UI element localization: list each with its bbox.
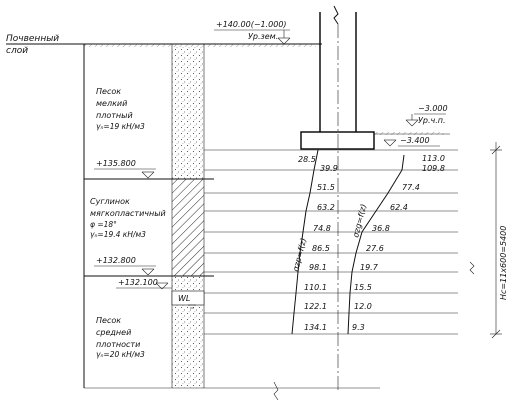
layer3-line3: плотности xyxy=(96,340,140,349)
layer3-elevation: +132.100 xyxy=(118,278,158,287)
layer3-line1: Песок xyxy=(96,316,121,325)
sigma-zg-value-4: 74.8 xyxy=(313,224,331,233)
sigma-zp-value-1: 109.8 xyxy=(422,164,445,173)
layer2-line3: φ =18° xyxy=(90,220,117,229)
layer3-line4: γₙ=20 кН/м3 xyxy=(96,350,145,359)
soil-top-label-1: Почвенный xyxy=(6,34,59,44)
sigma-zp-value-8: 12.0 xyxy=(354,302,372,311)
sigma-zg-curve xyxy=(291,149,319,335)
layer2-fill xyxy=(172,179,204,276)
sigma-zp-value-9: 9.3 xyxy=(352,323,365,332)
ground-caption: Ур.зем. xyxy=(248,32,278,41)
sigma-zp-value-7: 15.5 xyxy=(354,283,372,292)
sigma-zp-value-6: 19.7 xyxy=(360,263,379,272)
sublayer-lines xyxy=(204,149,458,335)
floor-level: −3.000 xyxy=(418,104,448,113)
footing xyxy=(300,131,375,150)
sigma-zg-value-0: 28.5 xyxy=(298,155,316,164)
footing-base-level: −3.400 xyxy=(400,136,430,145)
sigma-zp-value-4: 36.8 xyxy=(372,224,390,233)
sigma-zg-value-6: 98.1 xyxy=(309,263,327,272)
layer1-elevation: +135.800 xyxy=(96,159,136,168)
layer1-line2: мелкий xyxy=(96,99,127,108)
sigma-zp-curve xyxy=(347,154,405,335)
soil-top-label-2: слой xyxy=(6,46,28,56)
sigma-zp-label: σzg=f(z) xyxy=(351,203,368,238)
layer2-line4: γₙ=19.4 кН/м3 xyxy=(90,230,146,239)
water-label: WL xyxy=(178,294,190,303)
sigma-zp-value-0: 113.0 xyxy=(422,154,445,163)
layer2-line2: мягкопластичный xyxy=(90,209,166,218)
sigma-zg-value-9: 134.1 xyxy=(304,323,327,332)
sigma-zp-value-5: 27.6 xyxy=(366,244,384,253)
sigma-zg-value-7: 110.1 xyxy=(304,283,327,292)
sigma-zg-value-3: 63.2 xyxy=(317,203,335,212)
sigma-zp-value-2: 77.4 xyxy=(402,183,420,192)
sigma-zp-value-3: 62.4 xyxy=(390,203,408,212)
elevation-ground: +140.00(−1.000) xyxy=(216,20,287,29)
floor-caption: Ур.ч.п. xyxy=(418,116,446,125)
depth-dimension: Hc=11x600=5400 xyxy=(499,226,508,300)
sigma-zg-value-5: 86.5 xyxy=(312,244,330,253)
layer1-line4: γₙ=19 кН/м3 xyxy=(96,122,145,131)
sigma-zg-value-2: 51.5 xyxy=(317,183,335,192)
layer2-line1: Суглинок xyxy=(90,197,130,206)
layer1-line3: плотный xyxy=(96,111,133,120)
ground-hatch xyxy=(84,44,316,47)
sigma-zg-value-1: 39.9 xyxy=(320,164,338,173)
layer2-elevation: +132.800 xyxy=(96,256,136,265)
sigma-zg-label: σzp=f(z) xyxy=(291,237,308,272)
sigma-zg-value-8: 122.1 xyxy=(304,302,327,311)
layer1-fill xyxy=(172,47,204,179)
layer3-line2: средней xyxy=(96,328,131,337)
layer1-line1: Песок xyxy=(96,87,121,96)
